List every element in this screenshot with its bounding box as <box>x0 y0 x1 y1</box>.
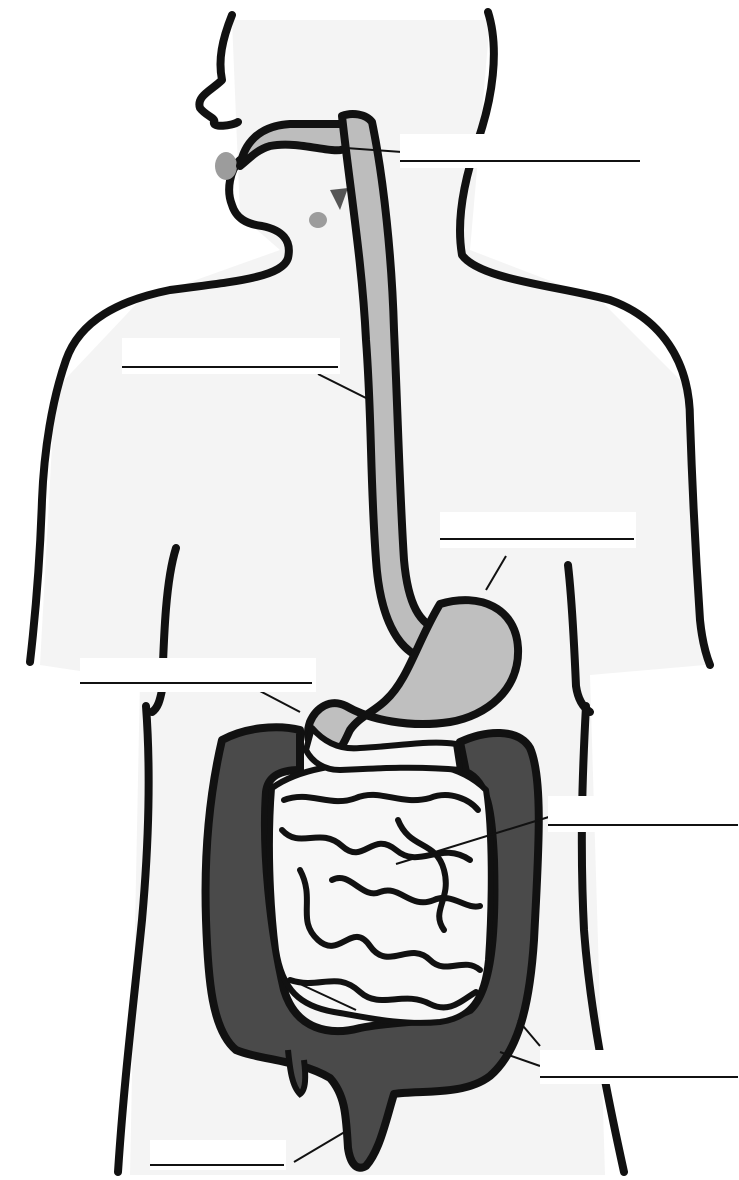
face-profile <box>199 15 238 126</box>
answer-line-duodenum[interactable] <box>80 682 312 684</box>
teeth-shape <box>215 152 237 180</box>
answer-line-small-intestine[interactable] <box>548 824 738 826</box>
answer-line-rectum[interactable] <box>150 1164 284 1166</box>
label-box-stomach <box>440 512 636 548</box>
label-box-mouth <box>400 134 644 168</box>
label-box-rectum <box>150 1140 286 1170</box>
answer-line-mouth[interactable] <box>400 160 640 162</box>
answer-line-large-intestine[interactable] <box>540 1076 738 1078</box>
epiglottis-shape <box>309 212 327 228</box>
answer-line-stomach[interactable] <box>440 538 634 540</box>
label-box-duodenum <box>80 658 316 692</box>
answer-line-esophagus[interactable] <box>122 366 338 368</box>
label-box-large-intestine <box>540 1050 738 1084</box>
label-box-esophagus <box>122 338 340 374</box>
label-box-small-intestine <box>548 796 738 832</box>
